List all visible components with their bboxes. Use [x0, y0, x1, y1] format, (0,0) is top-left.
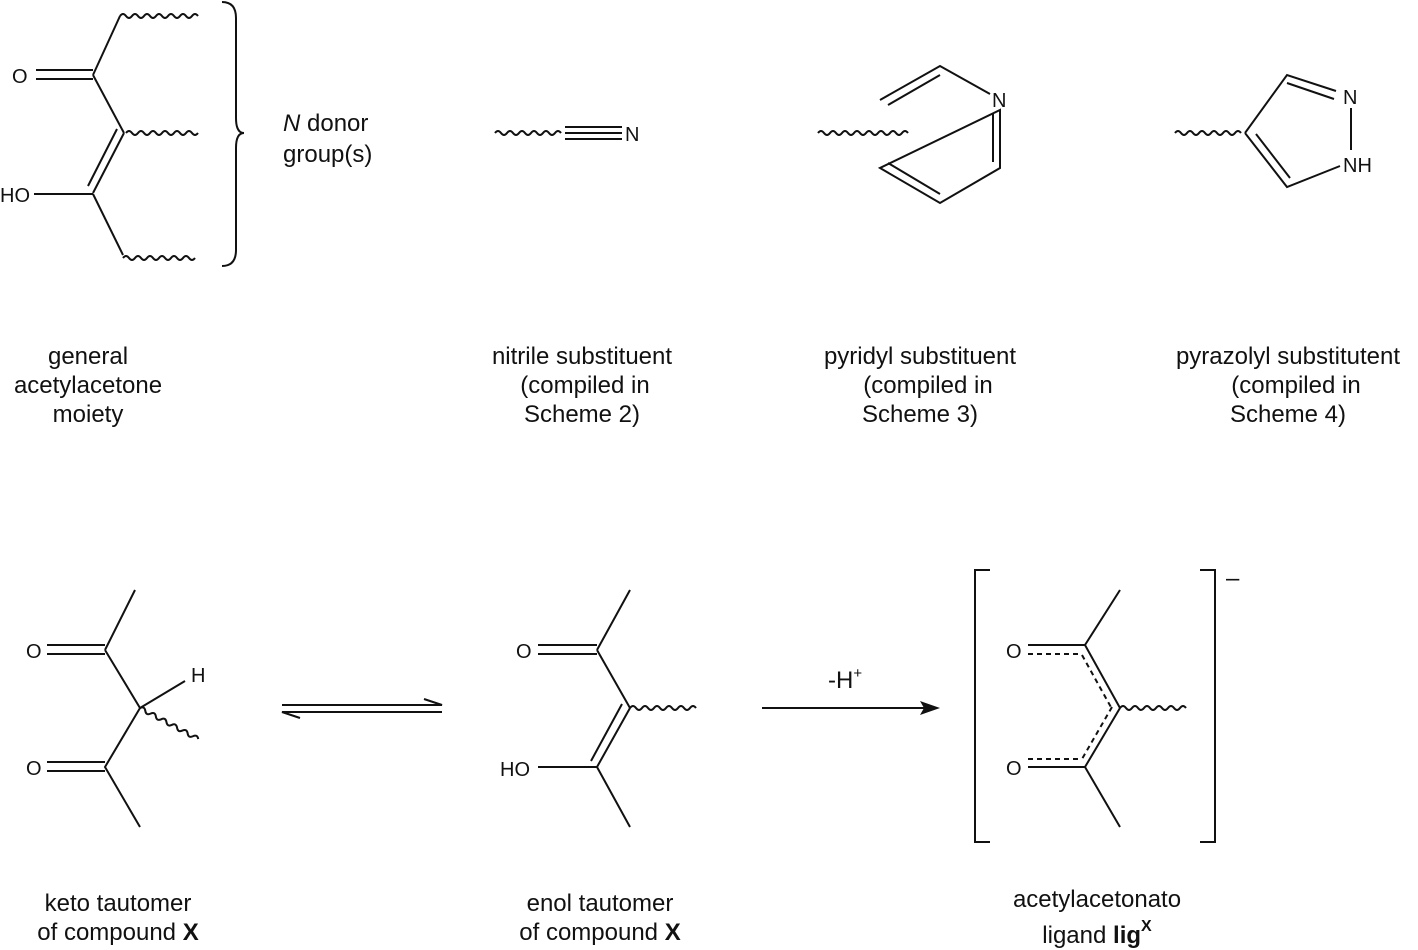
- wavy-bond: [122, 255, 196, 261]
- atom-o: O: [12, 66, 28, 88]
- bond: [104, 589, 186, 710]
- pyridyl-label-3: Scheme 3): [862, 401, 978, 428]
- bond: [87, 128, 125, 194]
- keto-label-2: of compound X: [37, 919, 198, 946]
- wavy-bond: [817, 130, 909, 136]
- acac-label-2: ligand ligX: [1042, 918, 1152, 949]
- right-bracket: [1200, 569, 1216, 843]
- enol-label-2: of compound X: [519, 919, 680, 946]
- bond: [538, 703, 631, 828]
- bond: [92, 193, 124, 256]
- bond: [103, 707, 141, 828]
- brace-icon: [221, 1, 245, 267]
- bond: [92, 15, 121, 76]
- nitrile-structure: N nitrile substituent (compiled in Schem…: [492, 124, 672, 428]
- wavy-bond: [125, 130, 199, 136]
- wavy-bond: [494, 130, 562, 136]
- pyrazolyl-structure: N NH pyrazolyl substitutent (compiled in…: [1174, 73, 1400, 428]
- bond: [887, 74, 994, 195]
- bond: [1244, 73, 1352, 189]
- bond: [281, 711, 442, 719]
- pyrazolyl-label-3: Scheme 4): [1230, 401, 1346, 428]
- brace-label-line1: N donor: [283, 110, 368, 137]
- equilibrium-arrows: [281, 698, 443, 719]
- general-label-1: general: [48, 343, 128, 370]
- wavy-bond: [629, 705, 697, 711]
- pyridyl-structure: N pyridyl substituent (compiled in Schem…: [817, 64, 1016, 428]
- wavy-bond: [1119, 705, 1187, 711]
- atom-o: O: [1006, 641, 1022, 663]
- wavy-bond: [139, 706, 200, 740]
- atom-n: N: [625, 124, 639, 146]
- atom-ho: HO: [500, 759, 530, 781]
- arrowhead-icon: [920, 701, 940, 715]
- wavy-bond: [1174, 130, 1242, 136]
- bond: [1081, 706, 1113, 760]
- bond: [877, 64, 1001, 205]
- atom-n: N: [992, 90, 1006, 112]
- atom-o: O: [26, 758, 42, 780]
- pyrazolyl-label-2: (compiled in: [1231, 372, 1360, 399]
- nitrile-label-3: Scheme 2): [524, 401, 640, 428]
- bond: [1081, 654, 1113, 710]
- atom-o: O: [516, 641, 532, 663]
- bond: [282, 698, 443, 706]
- bond: [92, 74, 125, 134]
- deprotonation-arrow: -H+: [762, 665, 940, 715]
- general-label-3: moiety: [53, 401, 124, 428]
- bond: [1083, 707, 1121, 828]
- charge: –: [1226, 565, 1240, 592]
- general-acetylacetone-structure: O HO N donor group(s) general acetylacet…: [0, 1, 372, 428]
- atom-ho: HO: [0, 185, 30, 207]
- nitrile-label-2: (compiled in: [520, 372, 649, 399]
- acetylacetonato-structure: – O O acetylacetonato ligand ligX: [974, 565, 1240, 949]
- nitrile-label-1: nitrile substituent: [492, 343, 672, 370]
- arrow-label: -H+: [828, 665, 862, 694]
- pyridyl-label-2: (compiled in: [863, 372, 992, 399]
- atom-nh: NH: [1343, 155, 1372, 177]
- atom-o: O: [1006, 758, 1022, 780]
- bond: [47, 761, 105, 772]
- left-bracket: [974, 569, 990, 843]
- bond: [1084, 589, 1121, 709]
- keto-tautomer-structure: O H O keto tautomer of compound X: [26, 589, 205, 946]
- atom-o: O: [26, 641, 42, 663]
- bond: [565, 126, 622, 140]
- acac-label-1: acetylacetonato: [1013, 886, 1181, 913]
- enol-label-1: enol tautomer: [527, 890, 674, 917]
- enol-tautomer-structure: O HO enol tautomer of compound X: [500, 589, 697, 946]
- pyrazolyl-label-1: pyrazolyl substitutent: [1176, 343, 1400, 370]
- bond: [47, 644, 105, 655]
- keto-label-1: keto tautomer: [45, 890, 192, 917]
- general-label-2: acetylacetone: [14, 372, 162, 399]
- pyridyl-label-1: pyridyl substituent: [824, 343, 1016, 370]
- atom-n: N: [1343, 87, 1357, 109]
- wavy-bond: [119, 13, 199, 19]
- bond: [538, 644, 597, 655]
- bond: [36, 69, 93, 80]
- atom-h: H: [191, 665, 205, 687]
- bond: [596, 589, 631, 709]
- brace-label-line2: group(s): [283, 141, 372, 168]
